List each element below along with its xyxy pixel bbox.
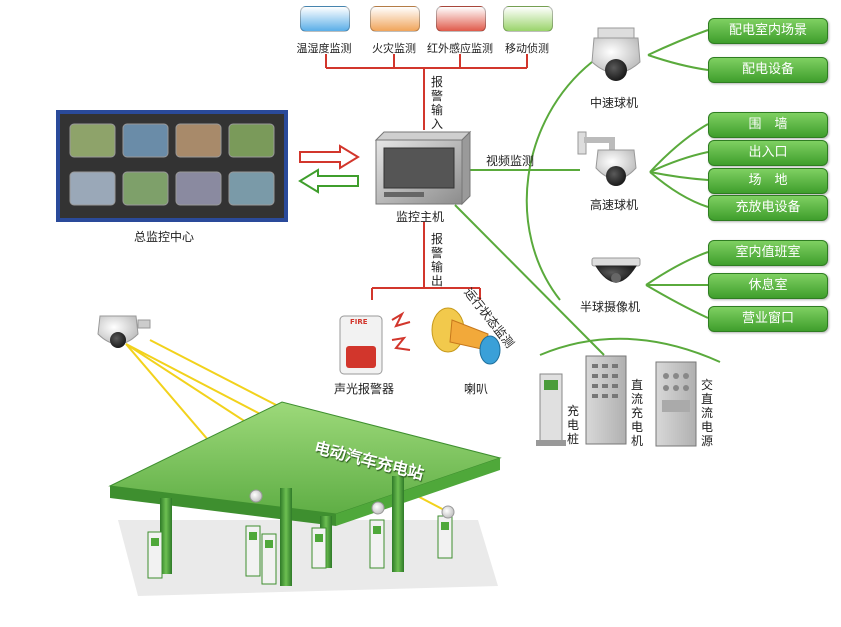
host-device <box>374 130 472 206</box>
target-box: 配电室内场景 <box>708 18 828 44</box>
video-links <box>470 61 593 301</box>
sensor-swatch <box>300 6 350 32</box>
sound-light-alarm-device <box>339 311 411 375</box>
medium-dome-camera <box>591 27 641 81</box>
sensor-label: 火灾监测 <box>372 42 416 55</box>
status-links <box>454 204 721 363</box>
sensor-label: 温湿度监测 <box>296 42 352 55</box>
alarm-input-label: 报警输入 <box>430 75 443 131</box>
center-host-arrows <box>298 144 360 194</box>
target-box: 场 地 <box>708 168 828 194</box>
station-camera <box>97 315 151 348</box>
monitor-wall <box>56 110 288 222</box>
sensor-label: 移动侦测 <box>505 42 549 55</box>
ac-dc-power-label: 交直流电源 <box>700 378 713 448</box>
target-box: 围 墙 <box>708 112 828 138</box>
sensor-swatch <box>370 6 420 32</box>
half-dome-label: 半球摄像机 <box>580 300 641 314</box>
horn-label: 喇叭 <box>464 382 489 396</box>
target-box: 配电设备 <box>708 57 828 83</box>
target-box: 出入口 <box>708 140 828 166</box>
sensor-label: 红外感应监测 <box>427 42 493 55</box>
target-box: 室内值班室 <box>708 240 828 266</box>
target-box: 营业窗口 <box>708 306 828 332</box>
dc-charger-label: 直流充电机 <box>630 378 643 448</box>
charging-station <box>108 401 502 596</box>
charging-pile-label: 充电桩 <box>566 404 579 446</box>
horn-device <box>431 307 501 365</box>
target-box: 充放电设备 <box>708 195 828 221</box>
fan-connectors <box>645 29 709 319</box>
target-box: 休息室 <box>708 273 828 299</box>
fire-word: FIRE <box>350 318 368 326</box>
medium-dome-label: 中速球机 <box>590 96 639 110</box>
sensor-swatch <box>436 6 486 32</box>
sound-light-alarm-label: 声光报警器 <box>334 382 395 396</box>
dc-charger-device <box>585 355 627 445</box>
host-label: 监控主机 <box>396 210 445 224</box>
video-monitor-label: 视频监测 <box>486 154 535 168</box>
sensor-swatch <box>503 6 553 32</box>
ac-dc-power-device <box>655 361 697 447</box>
charging-pile-device <box>536 373 566 446</box>
control-center-label: 总监控中心 <box>134 230 195 244</box>
sensor-bus <box>325 54 528 130</box>
alarm-output-bus <box>371 222 481 300</box>
alarm-output-label: 报警输出 <box>430 232 443 288</box>
high-dome-label: 高速球机 <box>590 198 639 212</box>
half-dome-camera <box>591 257 641 283</box>
high-dome-camera <box>577 131 637 186</box>
